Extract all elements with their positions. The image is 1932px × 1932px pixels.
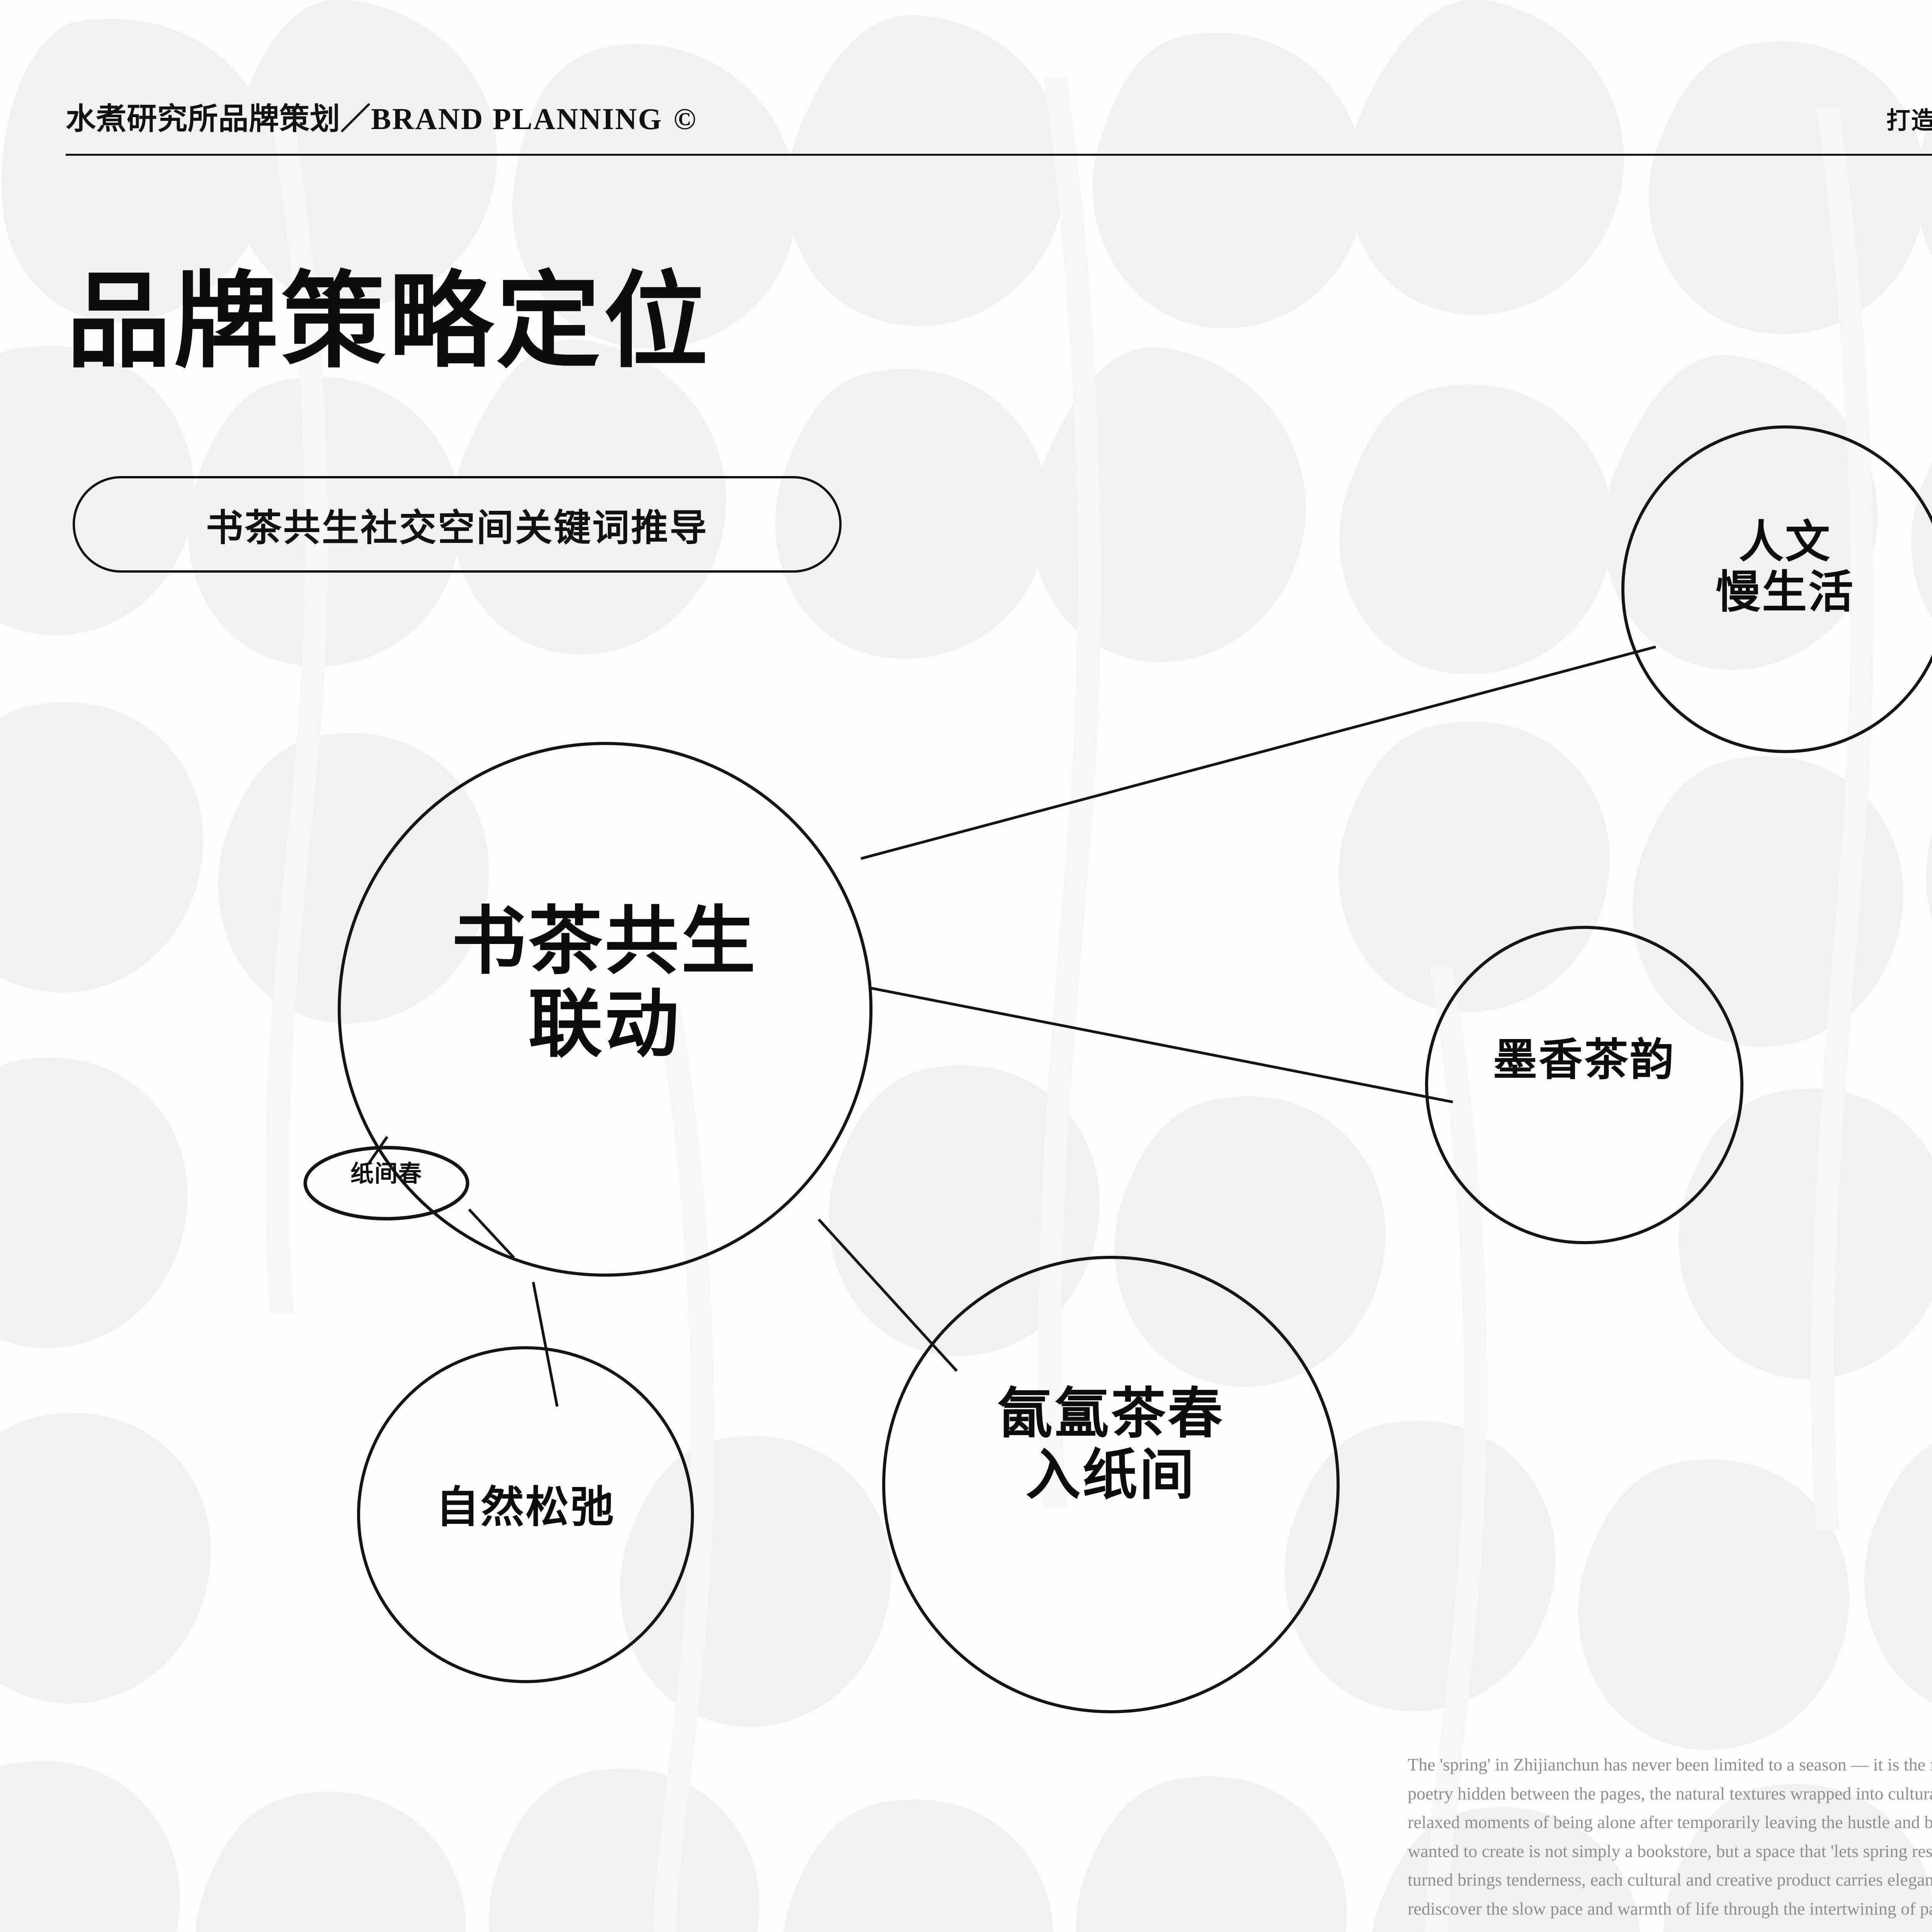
brand-credit-cn: 水煮研究所品牌策划 xyxy=(66,102,341,136)
page-title: 品牌策略定位 xyxy=(66,265,711,380)
footer-description-paragraph: The 'spring' in Zhijianchun has never be… xyxy=(1408,1755,1932,1918)
poster-header: 水煮研究所品牌策划／BRAND PLANNING © 打造新型书茶共生空间 xyxy=(66,79,1932,153)
brand-credit-en: BRAND PLANNING xyxy=(371,102,663,136)
node-circle-natural-relax xyxy=(357,1346,694,1683)
node-circle-core xyxy=(338,742,872,1277)
subtitle-pill-label: 书茶共生社交空间关键词推导 xyxy=(206,507,708,549)
connector-core-to-steaming-spring xyxy=(818,1218,958,1372)
subtitle-pill: 书茶共生社交空间关键词推导 xyxy=(73,476,842,573)
connector-core-to-natural-relax xyxy=(532,1282,559,1407)
node-circle-steaming-spring xyxy=(882,1256,1340,1713)
brand-credit-separator: ／ xyxy=(340,102,371,136)
node-circle-humanities xyxy=(1621,425,1932,753)
connector-core-to-ink-tea xyxy=(868,986,1453,1104)
connector-core-to-humanities xyxy=(861,645,1656,860)
brand-credit: 水煮研究所品牌策划／BRAND PLANNING © xyxy=(66,95,696,138)
copyright-icon: © xyxy=(673,102,697,136)
header-tagline: 打造新型书茶共生空间 xyxy=(1886,108,1932,134)
node-circle-ink-tea xyxy=(1425,926,1743,1244)
header-divider-rule xyxy=(66,154,1932,156)
